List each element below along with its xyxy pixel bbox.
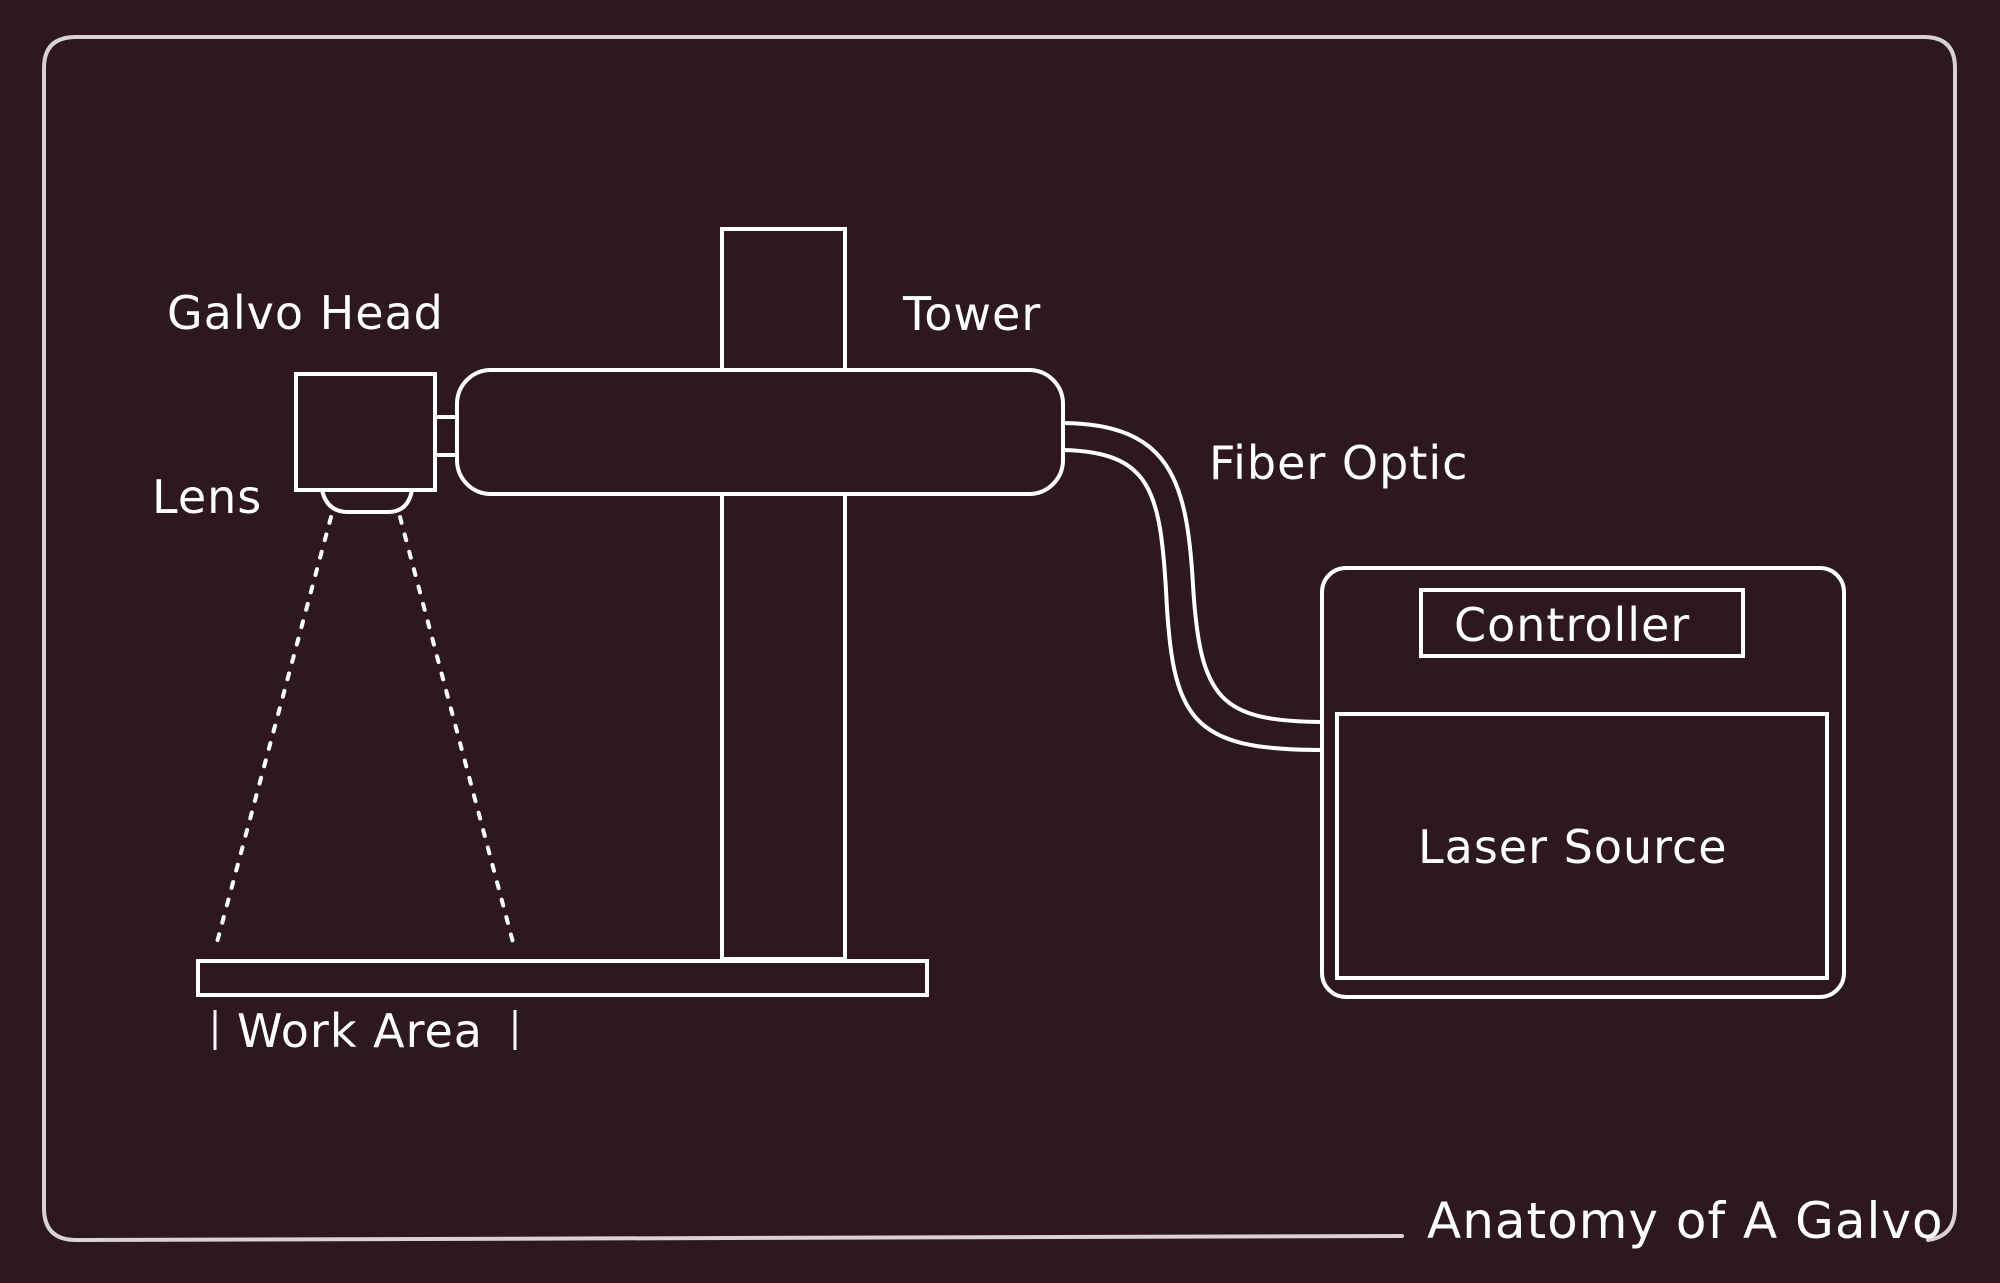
label-tower: Tower <box>902 287 1041 341</box>
tower-column-top <box>720 227 847 372</box>
label-lens: Lens <box>152 470 262 524</box>
label-laser-source: Laser Source <box>1418 820 1728 874</box>
label-galvo-head: Galvo Head <box>167 286 444 340</box>
controller-box <box>1419 588 1745 658</box>
fiber-optic-lower <box>1062 448 1323 752</box>
label-work-area: Work Area <box>237 1004 483 1058</box>
diagram-title: Anatomy of A Galvo <box>1427 1192 1944 1250</box>
tower-column-bottom <box>720 492 847 961</box>
label-fiber-optic: Fiber Optic <box>1209 436 1468 490</box>
galvo-head-box <box>294 372 437 492</box>
fiber-optic-upper <box>1062 421 1323 724</box>
outer-frame <box>42 35 1957 1243</box>
tower-arm <box>455 368 1065 496</box>
label-controller: Controller <box>1454 598 1690 652</box>
work-area-base <box>196 959 929 997</box>
controller-housing <box>1320 566 1846 999</box>
head-arm-connector <box>433 415 459 457</box>
beam-left-line <box>214 515 333 948</box>
laser-source-box <box>1335 712 1829 980</box>
beam-right-line <box>398 515 516 948</box>
lens-shape <box>320 489 414 514</box>
